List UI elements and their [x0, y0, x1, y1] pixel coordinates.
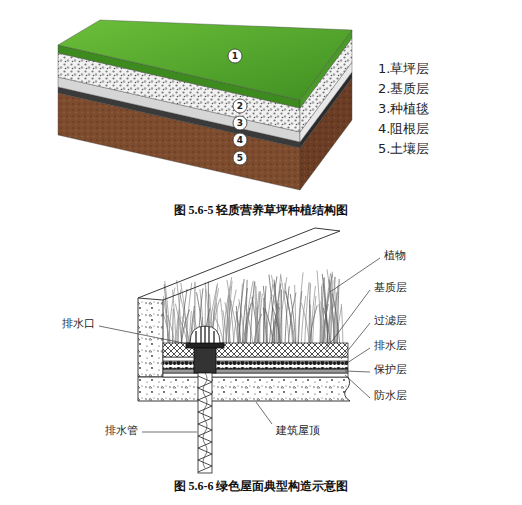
part-label: 防水层: [374, 390, 407, 403]
grass-blade: [176, 317, 178, 343]
grass-blade: [225, 302, 230, 343]
grass-blade: [317, 270, 321, 343]
drain-outlet: [186, 326, 224, 373]
grass-blade: [256, 286, 258, 343]
figure-caption: 图 5.6-5 轻质营养草坪种植结构图: [174, 204, 349, 218]
callout-number: 1: [232, 51, 238, 61]
grass-blade: [301, 303, 309, 343]
roof-slab: [138, 377, 350, 401]
grass-blade: [250, 282, 254, 343]
layer-name: 4.阻根层: [378, 122, 429, 137]
roof-layers: [163, 343, 348, 377]
part-label: 排水口: [62, 318, 95, 331]
part-label: 排水管: [105, 425, 138, 438]
part-label: 基质层: [374, 282, 407, 295]
substrate-layer: [163, 343, 348, 357]
grass-blade: [228, 281, 232, 343]
layer-name: 3.种植毯: [378, 102, 429, 117]
grass-blade: [310, 305, 318, 343]
leader-lines: [99, 258, 380, 432]
grass-blade: [165, 281, 170, 343]
grass-blade: [263, 298, 264, 343]
grass-blade: [273, 295, 281, 343]
grass-blade: [182, 309, 190, 343]
layer-name: 5.土壤层: [378, 142, 429, 157]
callout-number: 2: [237, 101, 243, 111]
grass-blade: [223, 277, 232, 343]
grass-blade: [309, 283, 310, 343]
layer-name: 2.基质层: [378, 82, 429, 97]
callout-number: 5: [237, 153, 243, 163]
grass-blade: [331, 277, 336, 343]
grass-blade: [239, 279, 244, 343]
part-label: 排水层: [374, 340, 407, 353]
part-label: 植物: [384, 250, 406, 263]
grass-blade: [182, 317, 190, 343]
waterproof-layer: [163, 373, 348, 377]
drainage-layer: [163, 361, 348, 369]
part-label: 过滤层: [374, 315, 407, 328]
grass-blade: [298, 272, 303, 343]
protection-layer: [163, 369, 348, 373]
callout-number: 4: [237, 135, 243, 145]
callout-circles: [228, 49, 247, 165]
filter-layer: [163, 357, 348, 361]
part-label: 建筑屋顶: [276, 425, 320, 438]
grass-blade: [259, 291, 260, 343]
layer-name: 1.草坪层: [378, 62, 429, 77]
plants: [162, 269, 343, 343]
layer-block: [58, 20, 352, 190]
grass-blade: [322, 274, 328, 343]
figure-caption: 图 5.6-6 绿色屋面典型构造示意图: [174, 480, 349, 494]
grass-blade: [230, 299, 238, 343]
grass-blade: [285, 286, 289, 343]
callout-number: 3: [237, 118, 243, 128]
grass-blade: [240, 284, 243, 343]
grass-blade: [281, 290, 282, 343]
grass-blade: [341, 304, 343, 343]
grass-blade: [167, 315, 175, 343]
grass-blade: [295, 285, 296, 343]
grass-blade: [288, 305, 295, 343]
grass-blade: [173, 290, 176, 343]
grass-blade: [180, 294, 189, 343]
grass-blade: [177, 289, 181, 343]
grass-blade: [327, 306, 330, 343]
part-label: 保护层: [374, 364, 407, 377]
grass-blade: [327, 269, 335, 343]
grass-blade: [181, 289, 187, 343]
grass-blade: [220, 298, 224, 343]
drain-pipe: [198, 373, 212, 473]
grass-blade: [177, 280, 182, 343]
